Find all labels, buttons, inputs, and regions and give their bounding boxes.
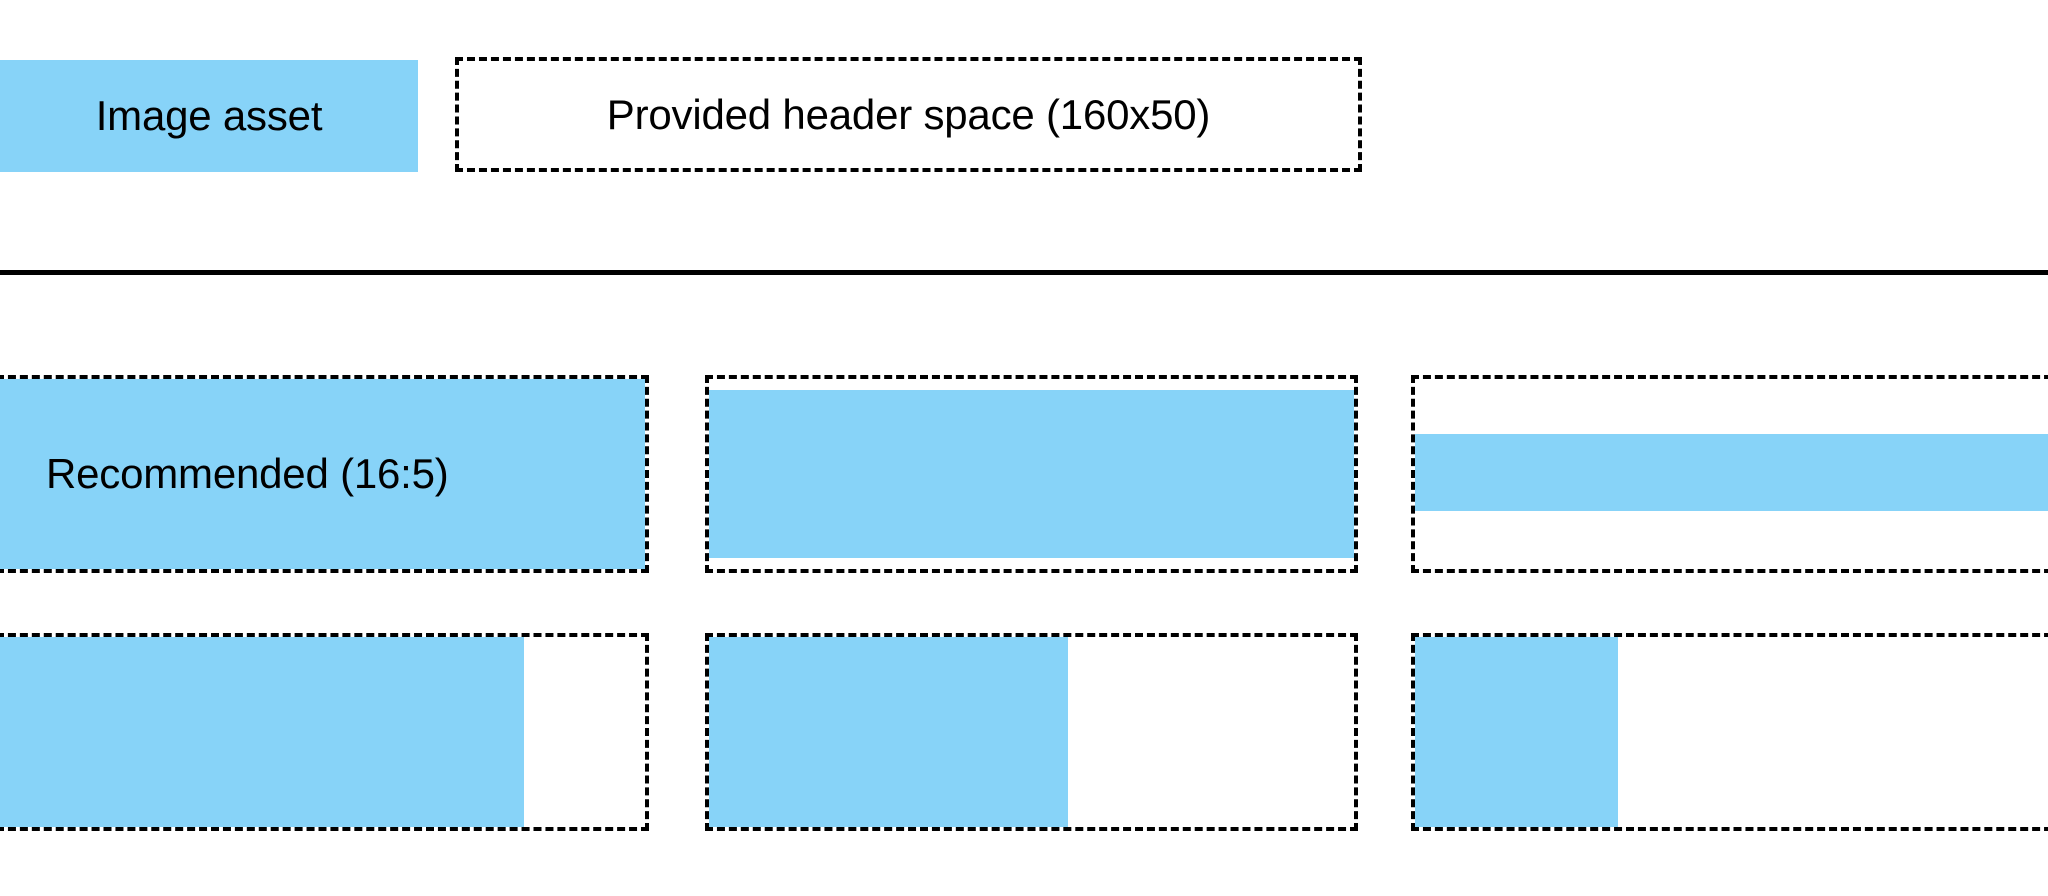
- medium-partial-fill: [709, 637, 1068, 827]
- shorter-image-cell: [705, 375, 1358, 573]
- provided-header-space-box: Provided header space (160x50): [455, 57, 1362, 172]
- banded-image-fill: [1415, 434, 2048, 511]
- aspect-ratio-example-grid: Recommended (16:5): [0, 277, 2048, 896]
- header-example-row: Image asset Provided header space (160x5…: [0, 0, 2048, 272]
- recommended-ratio-label: Recommended (16:5): [46, 450, 449, 497]
- recommended-ratio-cell: Recommended (16:5): [0, 375, 649, 573]
- image-asset-swatch: Image asset: [0, 60, 418, 172]
- narrow-partial-cell: [1411, 633, 2048, 831]
- medium-partial-cell: [705, 633, 1358, 831]
- image-asset-label: Image asset: [95, 92, 323, 139]
- provided-header-space-label: Provided header space (160x50): [606, 90, 1211, 138]
- wide-partial-fill: [0, 637, 524, 827]
- recommended-ratio-fill: [0, 379, 645, 569]
- wide-partial-cell: [0, 633, 649, 831]
- narrow-partial-fill: [1415, 637, 1618, 827]
- shorter-image-fill: [709, 390, 1354, 558]
- banded-image-cell: [1411, 375, 2048, 573]
- section-divider: [0, 270, 2048, 275]
